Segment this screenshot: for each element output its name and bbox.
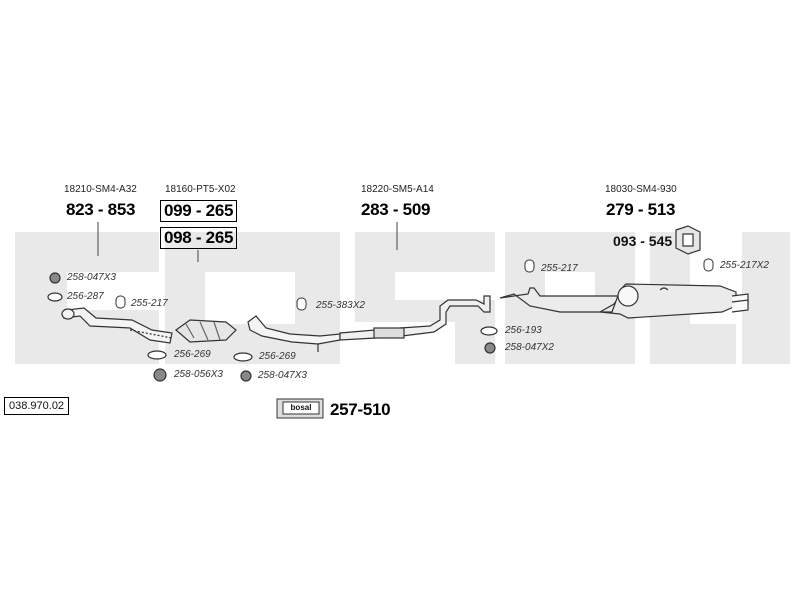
accessory-label[interactable]: 255-217	[131, 298, 168, 309]
accessory-label[interactable]: 258-047X3	[67, 272, 116, 283]
accessory-label[interactable]: 258-047X3	[258, 370, 307, 381]
clamp-icon	[703, 258, 714, 272]
catalytic-converter	[175, 319, 237, 343]
clamp-icons	[115, 258, 714, 311]
gasket-icon	[47, 292, 63, 302]
accessory-label[interactable]: 256-269	[174, 349, 211, 360]
bosal-brand-label: bosal	[290, 403, 312, 412]
nut-icon	[240, 370, 252, 382]
nut-icon	[484, 342, 496, 354]
front-pipe	[61, 307, 173, 344]
center-pipe-silencer	[339, 295, 491, 341]
accessory-label[interactable]: 255-383X2	[316, 300, 365, 311]
part-number[interactable]: 283 - 509	[361, 200, 431, 219]
oem-number: 18160-PT5-X02	[165, 184, 236, 195]
accessory-icons	[47, 272, 498, 382]
nut-icon	[49, 272, 61, 284]
accessory-label[interactable]: 258-056X3	[174, 369, 223, 380]
clamp-icon	[296, 297, 307, 311]
clamp-icon	[115, 295, 126, 309]
gasket-icon	[480, 326, 498, 336]
part-number[interactable]: 099 - 265	[160, 200, 238, 222]
accessory-label[interactable]: 256-193	[505, 325, 542, 336]
part-number[interactable]: 823 - 853	[66, 200, 136, 219]
rear-silencer	[499, 283, 749, 319]
oem-number: 18210-SM4-A32	[64, 184, 137, 195]
oem-number: 18030-SM4-930	[605, 184, 677, 195]
accessory-label[interactable]: 256-269	[259, 351, 296, 362]
nut-icon	[153, 368, 167, 382]
clamp-icon	[524, 259, 535, 273]
gasket-icon	[147, 350, 167, 360]
bosal-kit-icon	[276, 398, 324, 419]
part-number[interactable]: 279 - 513	[606, 200, 676, 219]
oem-number: 18220-SM5-A14	[361, 184, 434, 195]
accessory-label[interactable]: 256-287	[67, 291, 104, 302]
accessory-label[interactable]: 255-217X2	[720, 260, 769, 271]
mounting-kit-part-number[interactable]: 257-510	[330, 400, 391, 419]
part-number[interactable]: 098 - 265	[160, 227, 238, 249]
mount-part-number[interactable]: 093 - 545	[613, 233, 673, 249]
rubber-mount	[675, 225, 701, 255]
accessory-label[interactable]: 255-217	[541, 263, 578, 274]
gasket-icon	[233, 352, 253, 362]
accessory-label[interactable]: 258-047X2	[505, 342, 554, 353]
diagram-id: 038.970.02	[4, 397, 70, 415]
connector-pipe	[247, 315, 341, 352]
